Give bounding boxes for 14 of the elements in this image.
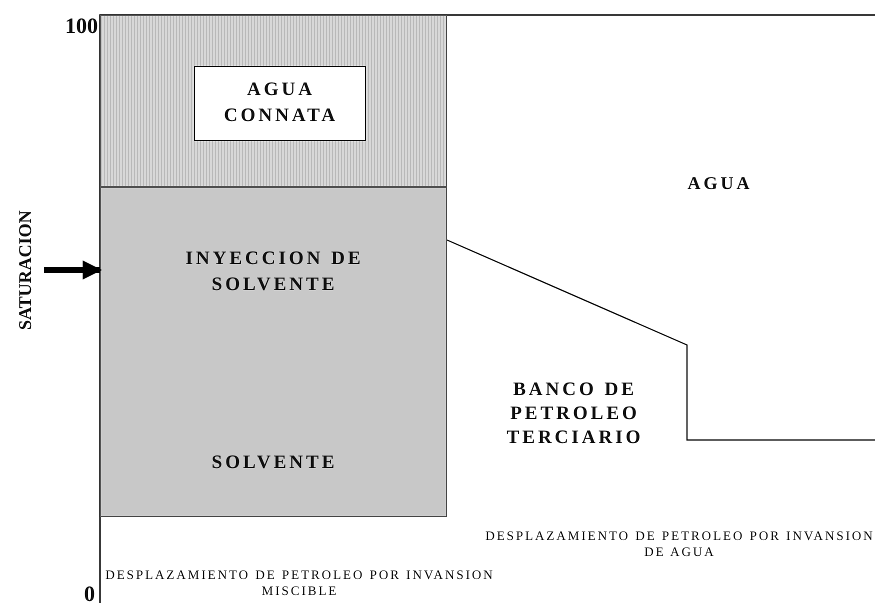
connate-water-zone xyxy=(100,15,447,187)
label-box xyxy=(194,66,366,141)
axis-tick-label: 100 xyxy=(64,12,98,40)
solvent-zone xyxy=(100,187,447,517)
zone-label: AGUA CONNATA xyxy=(222,78,340,128)
zone-label: SOLVENTE xyxy=(210,451,338,475)
region-caption: DESPLAZAMIENTO DE PETROLEO POR INVANSION DE AGUA xyxy=(484,528,875,560)
arrow xyxy=(44,260,102,280)
axis-tick-label: 0 xyxy=(83,580,95,603)
zone-label: INYECCION DE SOLVENTE xyxy=(184,247,364,297)
region-caption: DESPLAZAMIENTO DE PETROLEO POR INVANSION MISCIBLE xyxy=(104,567,496,600)
zone-label: BANCO DE PETROLEO TERCIARIO xyxy=(506,378,644,450)
axis-title: SATURACION xyxy=(14,209,36,332)
zone-label: AGUA xyxy=(686,172,754,194)
